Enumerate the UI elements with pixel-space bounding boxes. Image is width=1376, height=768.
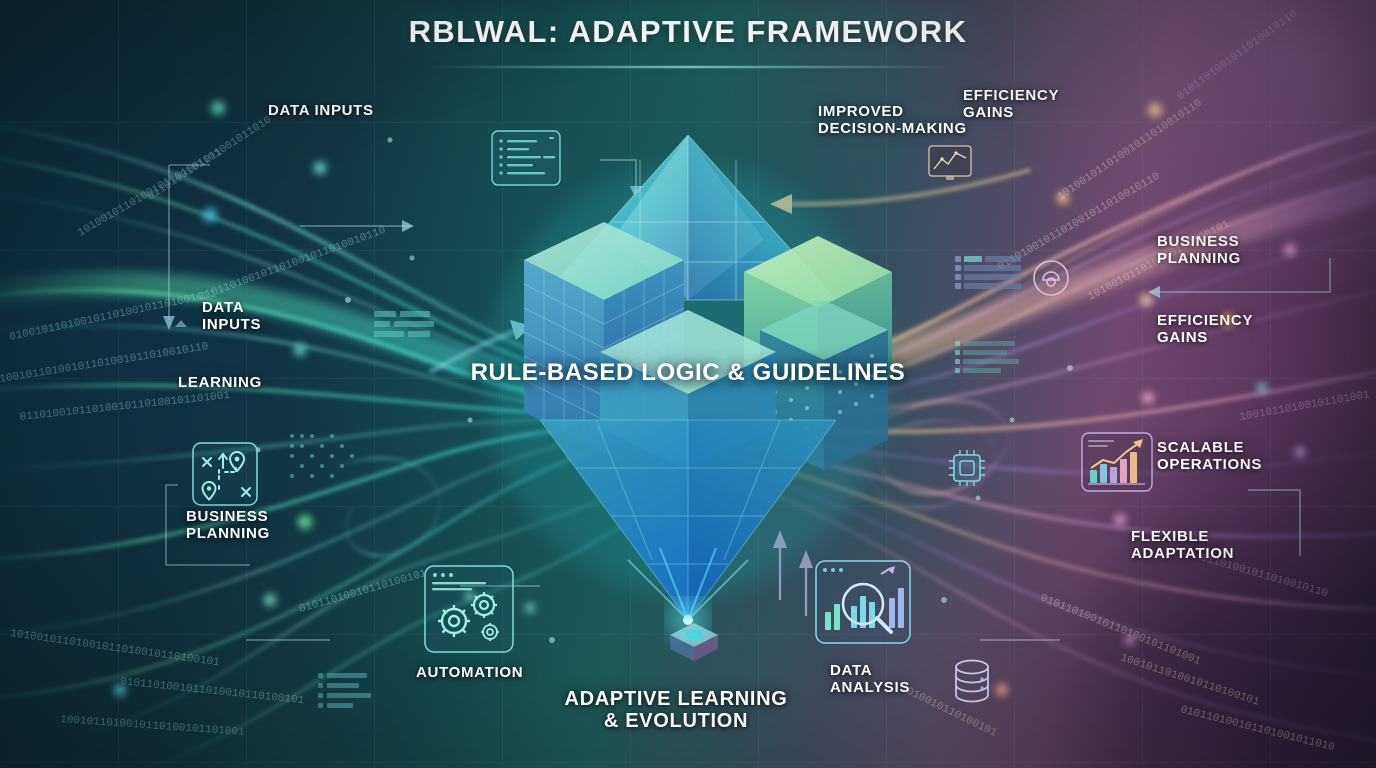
cpu-chip-icon — [949, 450, 985, 486]
gears-icon — [424, 565, 514, 653]
callout-business-planning-left: BUSINESS PLANNING — [186, 508, 270, 543]
callout-business-planning-right: BUSINESS PLANNING — [1157, 233, 1241, 268]
callout-adaptive-learning: ADAPTIVE LEARNING & EVOLUTION — [536, 688, 816, 733]
center-core-label: RULE-BASED LOGIC & GUIDELINES — [0, 358, 1376, 387]
strategy-map-icon — [192, 442, 258, 506]
callout-improved-decision-making: IMPROVED DECISION-MAKING — [818, 103, 967, 138]
chart-screen-icon — [928, 145, 972, 180]
database-icon — [955, 659, 989, 703]
list-fragment-icon-bottom — [318, 673, 371, 708]
callout-automation: AUTOMATION — [416, 664, 523, 682]
page-title: RBLWAL: ADAPTIVE FRAMEWORK — [0, 14, 1376, 50]
analysis-icon — [815, 560, 911, 644]
callout-data-inputs-top: DATA INPUTS — [268, 102, 374, 120]
dot-matrix-icon — [290, 434, 354, 478]
title-underline — [430, 66, 950, 68]
code-window-icon — [491, 130, 561, 186]
callout-efficiency-gains-mid: EFFICIENCY GAINS — [1157, 312, 1253, 347]
callout-learning: LEARNING — [178, 374, 262, 392]
callout-scalable-operations: SCALABLE OPERATIONS — [1157, 439, 1262, 474]
callout-efficiency-gains-top: EFFICIENCY GAINS — [963, 87, 1059, 122]
callout-data-analysis: DATA ANALYSIS — [830, 662, 910, 697]
growth-chart-icon — [1081, 432, 1153, 492]
processor-node-icon — [670, 623, 718, 661]
callout-flexible-adaptation: FLEXIBLE ADAPTATION — [1131, 528, 1234, 563]
callout-data-inputs-mid: DATA INPUTS — [202, 299, 261, 334]
badge-circle-icon — [1033, 260, 1069, 296]
list-fragment-icon — [955, 256, 1021, 289]
list-fragment-icon-2 — [955, 341, 1019, 373]
list-fragment-icon-left — [374, 311, 434, 337]
